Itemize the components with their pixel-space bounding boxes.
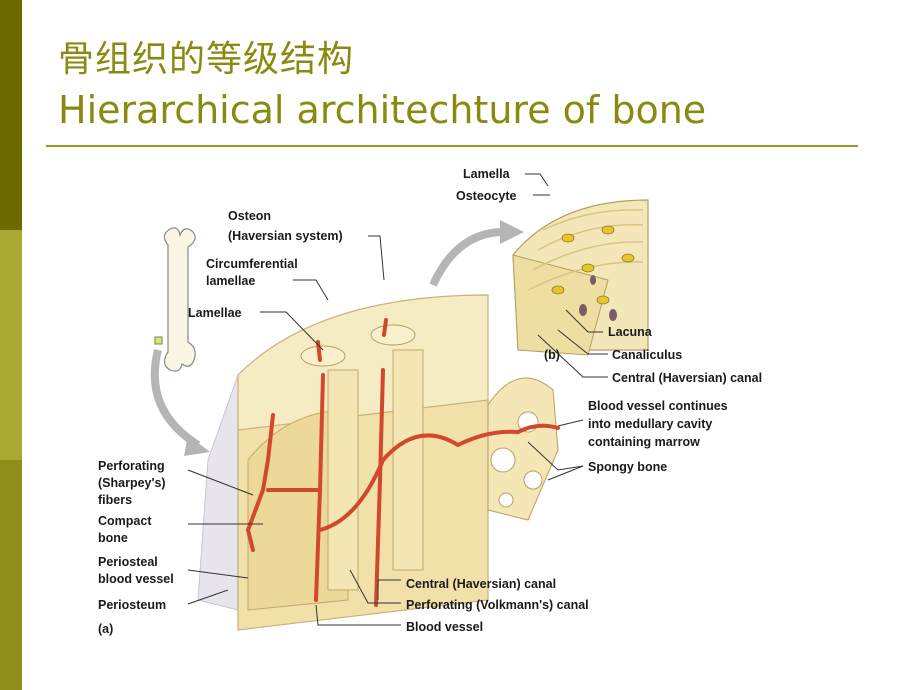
label-osteon-line2: (Haversian system) (228, 229, 343, 243)
label-panel-b: (b) (544, 348, 560, 362)
spongy-bone-region (487, 377, 559, 521)
label-perforating-line2: (Sharpey's) (98, 476, 166, 490)
side-bar-top (0, 0, 22, 230)
label-compact-line2: bone (98, 531, 128, 545)
label-spongy-bone: Spongy bone (588, 460, 667, 474)
osteon-detail-wedge (512, 199, 649, 356)
slide-title-english: Hierarchical architechture of bone (58, 88, 707, 132)
label-central-canal-b: Central (Haversian) canal (612, 371, 762, 385)
label-blood-vessel: Blood vessel (406, 620, 483, 634)
blood-vessels (245, 318, 560, 607)
label-panel-a: (a) (98, 622, 113, 636)
label-central-canal-a: Central (Haversian) canal (406, 577, 556, 591)
label-osteon-line1: Osteon (228, 209, 271, 223)
label-perforating-line1: Perforating (98, 459, 165, 473)
leader-lines (187, 173, 608, 626)
label-compact-line1: Compact (98, 514, 152, 528)
slide-title-chinese: 骨组织的等级结构 (58, 39, 355, 80)
title-divider (46, 145, 858, 147)
label-periosteum: Periosteum (98, 598, 166, 612)
label-osteocyte: Osteocyte (456, 189, 516, 203)
label-circumferential-line1: Circumferential (206, 257, 298, 271)
bone-architecture-figure: Lamella Osteocyte Osteon (Haversian syst… (98, 167, 762, 636)
label-lamellae: Lamellae (188, 306, 242, 320)
label-periosteal-line1: Periosteal (98, 555, 158, 569)
label-volkmann-canal: Perforating (Volkmann's) canal (406, 598, 589, 612)
label-blood-vessel-continues-line1: Blood vessel continues (588, 399, 728, 413)
zoom-arrow-b (429, 227, 509, 287)
label-periosteal-line2: blood vessel (98, 572, 174, 586)
zoom-arrowhead-a (184, 435, 210, 456)
label-canaliculus: Canaliculus (612, 348, 682, 362)
label-lacuna: Lacuna (608, 325, 653, 339)
zoom-arrow-a (150, 349, 201, 449)
side-bar-middle (0, 230, 22, 460)
side-bar-bottom (0, 460, 22, 690)
label-perforating-line3: fibers (98, 493, 132, 507)
long-bone-illustration (154, 227, 196, 372)
label-blood-vessel-continues-line2: into medullary cavity (588, 417, 712, 431)
zoom-arrowhead-b (500, 220, 524, 244)
compact-bone-block (237, 294, 489, 631)
label-blood-vessel-continues-line3: containing marrow (588, 435, 700, 449)
label-lamella: Lamella (463, 167, 511, 181)
label-circumferential-line2: lamellae (206, 274, 255, 288)
